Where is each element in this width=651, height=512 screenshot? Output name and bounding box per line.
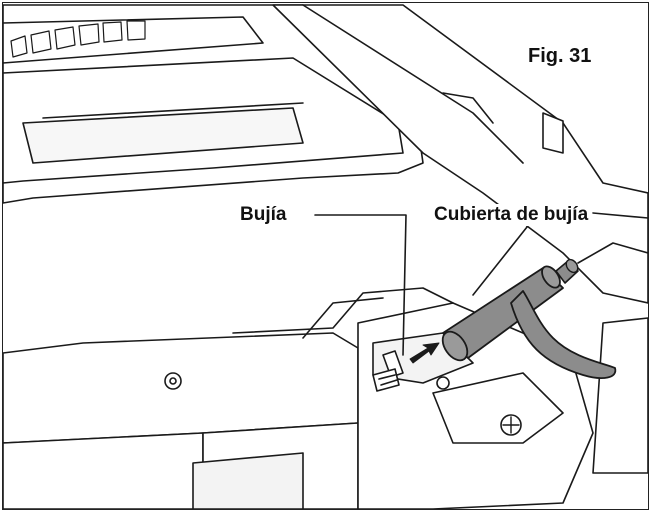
spark-plug-label: Bujía (237, 204, 290, 226)
spark-plug-cover (441, 258, 617, 379)
figure-number: Fig. 31 (528, 45, 592, 67)
brand-lettering (10, 20, 146, 58)
engine-drawing (3, 4, 648, 509)
spark-plug-cover-label: Cubierta de bujía (431, 204, 592, 226)
top-housing (3, 4, 424, 204)
right-frame (272, 4, 648, 474)
leader-lines (314, 214, 528, 356)
spark-plug (372, 350, 404, 392)
left-lower-housing (3, 332, 359, 509)
pointer-arrow (409, 342, 440, 364)
